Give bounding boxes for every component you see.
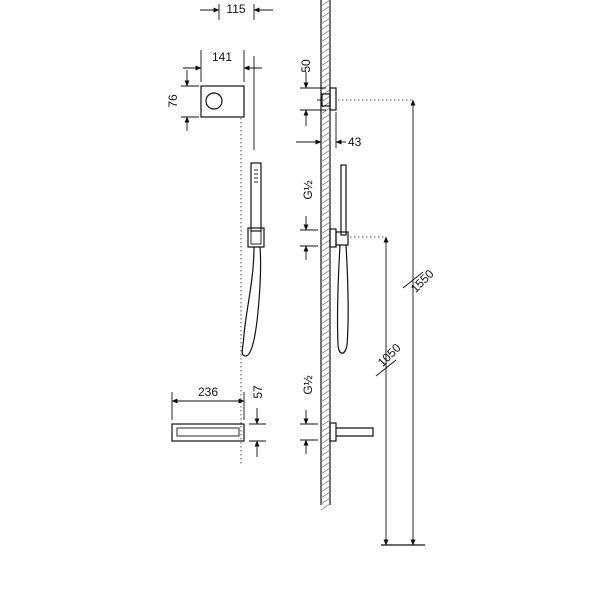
- hand-shower: [241, 162, 265, 357]
- dim-141-label: 141: [212, 50, 232, 64]
- thread-upper: G½: [300, 180, 318, 260]
- dim-1050: 1050: [375, 236, 404, 546]
- wall: [320, 0, 331, 511]
- spout-side: [329, 422, 374, 442]
- thread-upper-label: G½: [301, 180, 315, 199]
- dim-115: 115: [200, 2, 273, 20]
- dim-43: 43: [296, 112, 362, 149]
- dim-236-label: 236: [198, 385, 218, 399]
- dim-236: 236: [171, 385, 245, 420]
- front-view: 115 141 76: [166, 2, 273, 465]
- thread-lower-label: G½: [301, 375, 315, 394]
- spout-front: [171, 423, 245, 442]
- dim-43-label: 43: [348, 135, 362, 149]
- dim-1550-label: 1550: [408, 267, 437, 296]
- thread-lower: G½: [300, 375, 318, 454]
- dim-76-label: 76: [166, 94, 180, 108]
- dim-141: 141: [183, 50, 262, 82]
- dim-50: 50: [299, 59, 326, 126]
- dim-57: 57: [249, 385, 266, 457]
- dim-50-label: 50: [299, 59, 313, 73]
- hand-shower-side: [329, 164, 349, 354]
- dim-57-label: 57: [251, 385, 265, 399]
- dim-115-label: 115: [226, 2, 245, 16]
- control-plate: [200, 85, 245, 118]
- dim-1550: 1550: [402, 99, 437, 546]
- side-view: 50 43 G½: [296, 59, 412, 454]
- dim-76: 76: [166, 70, 199, 131]
- control-side: [317, 87, 337, 111]
